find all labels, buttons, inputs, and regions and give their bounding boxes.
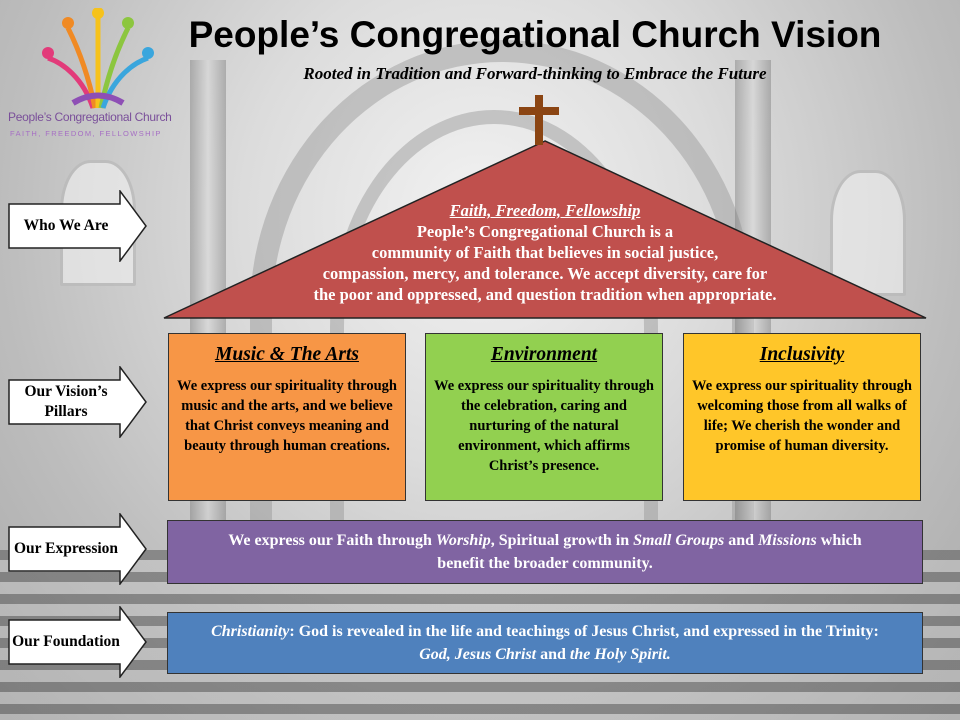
page-title: People’s Congregational Church Vision bbox=[188, 14, 882, 55]
foundation-text: Christianity: God is revealed in the lif… bbox=[211, 623, 879, 663]
row-label-vision-pillars: Our Vision’s Pillars bbox=[8, 366, 148, 438]
pillar-environment: Environment We express our spirituality … bbox=[425, 333, 663, 501]
church-logo-icon bbox=[42, 8, 154, 109]
expression-text: We express our Faith through Worship, Sp… bbox=[228, 532, 862, 572]
page-subtitle: Rooted in Tradition and Forward-thinking… bbox=[303, 64, 767, 83]
expression-band: We express our Faith through Worship, Sp… bbox=[167, 520, 923, 584]
row-label-expression: Our Expression bbox=[8, 513, 148, 585]
roof-heading: Faith, Freedom, Fellowship bbox=[449, 201, 641, 220]
row-label-who-we-are: Who We Are bbox=[8, 190, 148, 262]
pillar-text: We express our spirituality through the … bbox=[434, 378, 654, 474]
pillar-text: We express our spirituality through welc… bbox=[692, 378, 912, 454]
logo-tagline: FAITH, FREEDOM, FELLOWSHIP bbox=[10, 129, 162, 138]
row-label-text: Our Vision’s Pillars bbox=[24, 383, 108, 420]
roof-body: People’s Congregational Church is a comm… bbox=[313, 222, 777, 304]
cross-icon bbox=[519, 95, 559, 145]
pillar-title: Inclusivity bbox=[759, 344, 845, 365]
pillar-title: Environment bbox=[490, 344, 598, 365]
foundation-band: Christianity: God is revealed in the lif… bbox=[167, 612, 923, 674]
row-label-text: Who We Are bbox=[23, 217, 109, 234]
pillar-title: Music & The Arts bbox=[215, 344, 359, 365]
who-we-are-roof bbox=[163, 140, 927, 319]
row-label-foundation: Our Foundation bbox=[8, 606, 148, 678]
row-label-text: Our Expression bbox=[13, 540, 119, 557]
who-we-are-statement: Faith, Freedom, Fellowship People’s Cong… bbox=[230, 200, 860, 305]
pillar-inclusivity: Inclusivity We express our spirituality … bbox=[683, 333, 921, 501]
logo-church-name: People’s Congregational Church bbox=[8, 110, 172, 124]
row-label-text: Our Foundation bbox=[12, 633, 120, 650]
pillar-text: We express our spirituality through musi… bbox=[177, 378, 397, 454]
pillar-music-arts: Music & The Arts We express our spiritua… bbox=[168, 333, 406, 501]
